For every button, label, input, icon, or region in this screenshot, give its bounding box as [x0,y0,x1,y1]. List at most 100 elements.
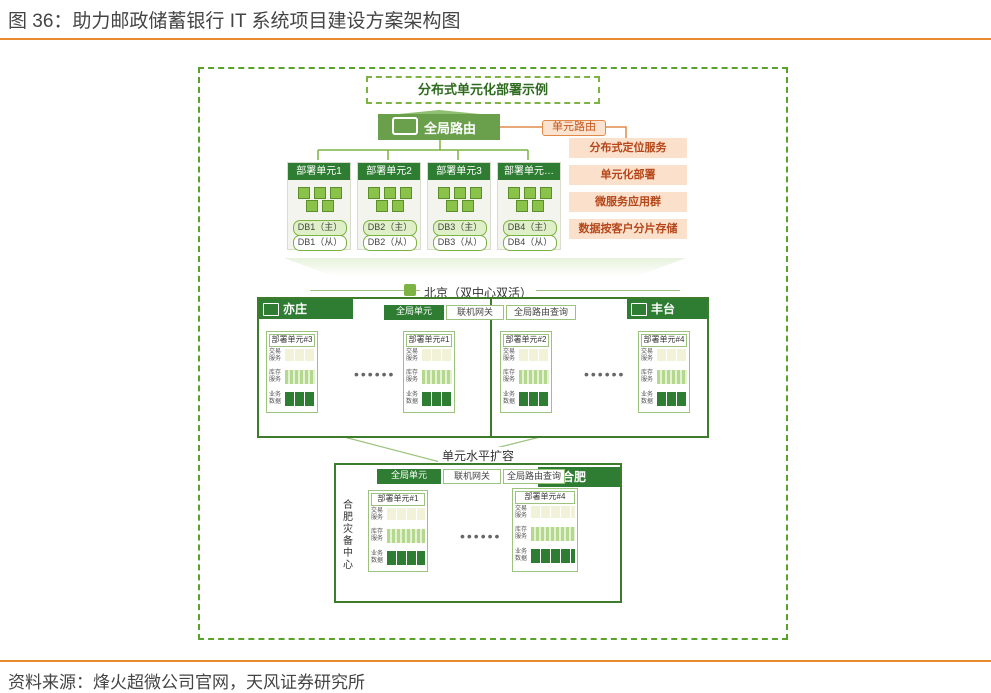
server-cube [438,187,450,199]
biz-label: 业务数据 [641,392,654,405]
trade-label: 交易服务 [515,506,528,519]
ellipsis: •••••• [354,366,396,382]
service-locate: 分布式定位服务 [569,138,687,158]
biz-label: 业务数据 [269,392,282,405]
server-cube [298,187,310,199]
cell-title: 部署单元#1 [406,334,452,347]
global-unit-strip: 全局单元 [377,469,441,484]
beijing-label: 北京（双中心双活） [420,284,537,301]
deploy-unit-title: 部署单元1 [288,163,350,180]
trade-label: 交易服务 [269,349,282,362]
account-row [422,370,452,384]
server-cube [532,200,544,212]
router-roof [378,110,500,116]
db-main: DB4（主） [503,220,557,236]
biz-label: 业务数据 [406,392,419,405]
db-replica: DB3（从） [433,235,487,251]
trade-row [422,349,452,361]
biz-row [519,392,549,406]
ellipsis: •••••• [460,528,502,544]
db-main: DB3（主） [433,220,487,236]
deploy-unit-1: 部署单元1 DB1（主） DB1（从） [287,162,351,251]
trade-label: 交易服务 [503,349,516,362]
db-main: DB2（主） [363,220,417,236]
trade-row [519,349,549,361]
server-cube [376,200,388,212]
region-name: 合肥 [562,470,587,484]
source-note: 资料来源：烽火超微公司官网，天风证券研究所 [8,673,365,692]
account-row [387,529,425,543]
server-cube [314,187,326,199]
trade-row [285,349,315,361]
account-label: 库存服务 [515,527,528,540]
account-label: 库存服务 [269,370,282,383]
account-row [657,370,687,384]
region-tag: 亦庄 [259,299,353,319]
server-cube [400,187,412,199]
account-label: 库存服务 [641,370,654,383]
biz-label: 业务数据 [503,392,516,405]
gateway-strip: 联机网关 [446,305,504,320]
account-label: 库存服务 [503,370,516,383]
server-cube [322,200,334,212]
global-router-label: 全局路由 [424,121,477,136]
global-unit-strip: 全局单元 [384,305,444,320]
datacenter-icon [404,284,416,296]
server-cube [454,187,466,199]
deploy-unit-title: 部署单元… [498,163,560,180]
account-row [519,370,549,384]
deploy-unit-title: 部署单元2 [358,163,420,180]
deploy-unit-2: 部署单元2 DB2（主） DB2（从） [357,162,421,251]
region-name: 丰台 [651,302,676,316]
deploy-cell: 部署单元#2 交易服务 库存服务 业务数据 [500,331,552,413]
server-cube [462,200,474,212]
server-cube [516,200,528,212]
db-replica: DB2（从） [363,235,417,251]
deploy-cell: 部署单元#4 交易服务 库存服务 业务数据 [512,488,578,572]
server-cube [330,187,342,199]
service-sharding: 数据按客户分片存储 [569,219,687,239]
deploy-cell: 部署单元#4 交易服务 库存服务 业务数据 [638,331,690,413]
db-replica: DB1（从） [293,235,347,251]
db-main: DB1（主） [293,220,347,236]
biz-row [531,549,575,563]
top-rule [0,38,991,40]
server-cube [446,200,458,212]
account-label: 库存服务 [371,529,384,542]
deploy-cell: 部署单元#1 交易服务 库存服务 业务数据 [368,490,428,572]
bottom-rule [0,660,991,662]
service-unit-deploy: 单元化部署 [569,165,687,185]
biz-row [422,392,452,406]
account-row [285,370,315,384]
router-icon [392,117,418,135]
trade-label: 交易服务 [406,349,419,362]
deploy-unit-4: 部署单元… DB4（主） DB4（从） [497,162,561,251]
deploy-unit-3: 部署单元3 DB3（主） DB3（从） [427,162,491,251]
server-cube [508,187,520,199]
trade-row [657,349,687,361]
horizontal-scale-label: 单元水平扩容 [438,447,519,464]
ellipsis: •••••• [584,366,626,382]
deploy-cell: 部署单元#1 交易服务 库存服务 业务数据 [403,331,455,413]
server-cube [384,187,396,199]
diagram-title: 分布式单元化部署示例 [366,76,600,104]
server-rack-icon [631,303,647,316]
cell-title: 部署单元#3 [269,334,315,347]
server-cube [306,200,318,212]
biz-row [657,392,687,406]
region-name: 亦庄 [283,302,308,316]
biz-row [285,392,315,406]
server-cube [470,187,482,199]
diagram-frame [198,67,788,640]
server-cube [540,187,552,199]
cell-title: 部署单元#4 [641,334,687,347]
gateway-strip: 联机网关 [443,469,501,484]
hefei-dr-center-label: 合肥灾备中心 [343,500,353,571]
route-query-strip: 全局路由查询 [506,305,576,320]
biz-label: 业务数据 [515,549,528,562]
cell-title: 部署单元#4 [515,491,575,504]
trade-label: 交易服务 [641,349,654,362]
cell-title: 部署单元#1 [371,493,425,506]
server-cube [524,187,536,199]
cell-title: 部署单元#2 [503,334,549,347]
